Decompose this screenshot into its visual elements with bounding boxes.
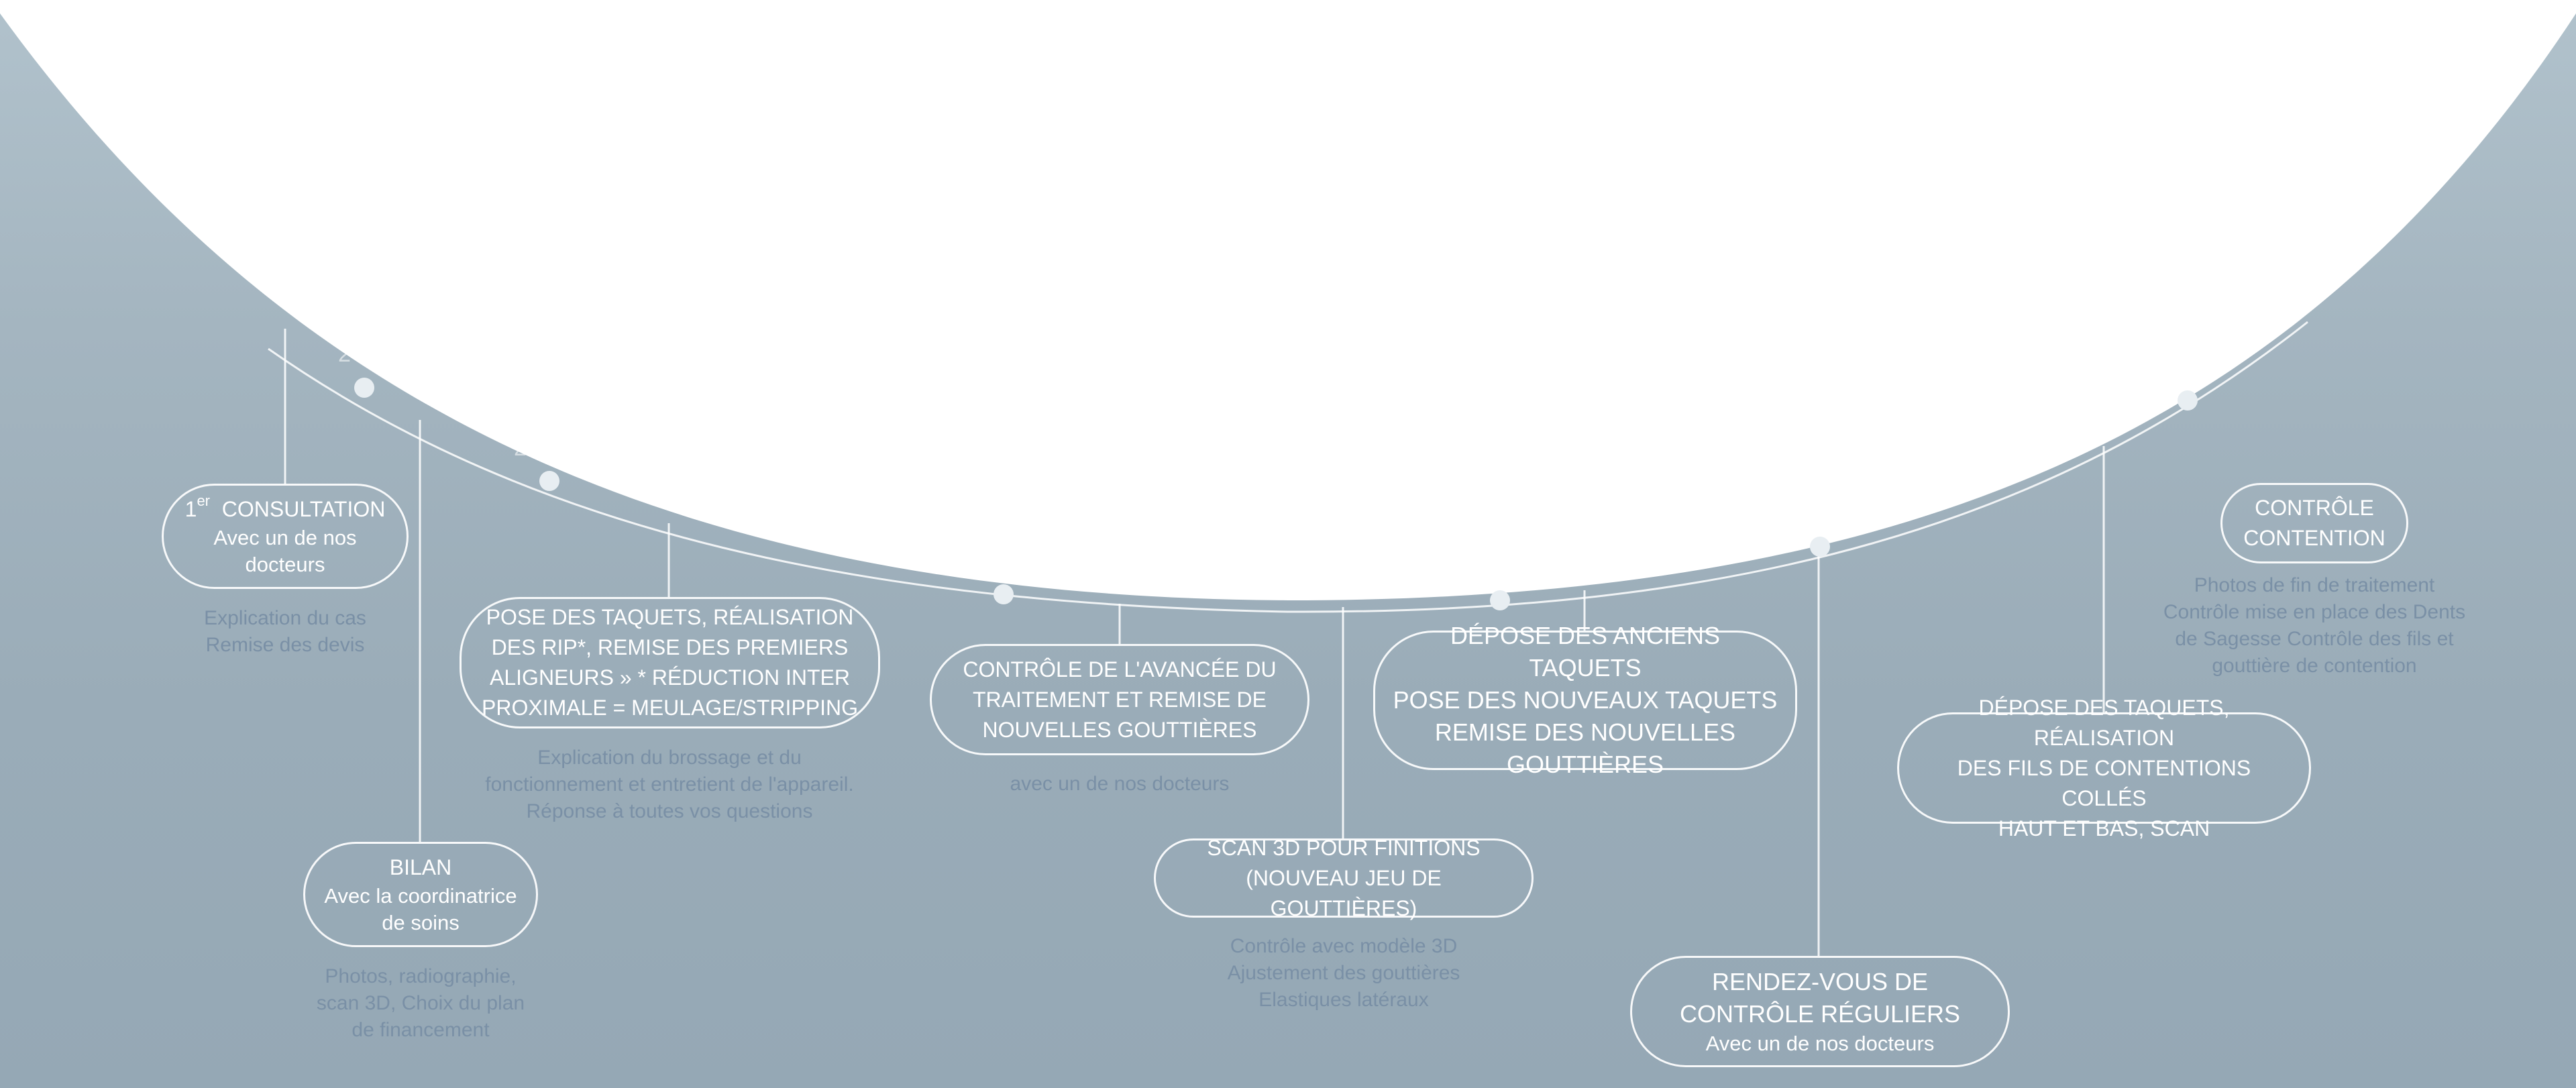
description-line: de financement	[352, 1019, 490, 1041]
step-controle-avancee-description: avec un de nos docteurs	[952, 771, 1287, 798]
description-line: Remise des devis	[205, 634, 365, 656]
step-title-line: RENDEZ-VOUS DE	[1711, 968, 1929, 995]
interval-label-4: 6 SEM	[1457, 552, 1544, 583]
step-contention-description: Photos de fin de traitement Contrôle mis…	[2147, 572, 2482, 679]
white-arc	[0, 0, 2576, 600]
description-line: Réponse à toutes vos questions	[526, 800, 813, 822]
description-line: de Sagesse Contrôle des fils et	[2175, 628, 2454, 650]
timeline-dot-2	[539, 471, 559, 491]
description-line: Contrôle mise en place des Dents	[2163, 601, 2466, 623]
title-prefix: 1	[184, 497, 197, 521]
timeline-dot-3	[994, 584, 1014, 604]
step-pose-description: Explication du brossage et du fonctionne…	[435, 745, 904, 825]
interval-label-1: 2 SEM	[329, 339, 416, 370]
interval-label-line: 1 RDV TOUT	[2092, 323, 2228, 348]
step-title-line: CONTRÔLE RÉGULIERS	[1679, 1000, 1961, 1028]
step-subtitle-line: Avec un de nos docteurs	[1705, 1032, 1935, 1055]
step-subtitle-line: Avec un de nos	[213, 526, 357, 549]
interval-label-line: 6 SEM	[1466, 555, 1536, 580]
step-title-line: POSE DES TAQUETS, RÉALISATION	[486, 605, 854, 629]
step-consultation: 1er CONSULTATION Avec un de nos docteurs	[162, 484, 409, 589]
description-line: fonctionnement et entretient de l'appare…	[485, 773, 854, 796]
step-title-line: DÉPOSE DES TAQUETS, RÉALISATION	[1978, 695, 2230, 750]
description-line: Elastiques latéraux	[1258, 989, 1429, 1011]
step-title-line: POSE DES NOUVEAUX TAQUETS	[1393, 686, 1778, 714]
step-scan-description: Contrôle avec modèle 3D Ajustement des g…	[1176, 933, 1511, 1014]
step-title-line: SCAN 3D POUR FINITIONS	[1207, 835, 1481, 860]
interval-label-line: TOUTES LES 10	[922, 510, 1097, 535]
description-line: Explication du brossage et du	[537, 747, 802, 769]
title-superscript: er	[197, 492, 210, 510]
step-consultation-description: Explication du cas Remise des devis	[151, 605, 419, 659]
interval-label-line: À 12 SEMAINES	[924, 541, 1095, 566]
step-controle-contention: CONTRÔLE CONTENTION	[2220, 483, 2408, 563]
step-title-line: CONTENTION	[2243, 526, 2385, 550]
description-line: scan 3D, Choix du plan	[316, 992, 525, 1014]
step-title-line: NOUVELLES GOUTTIÈRES	[982, 717, 1257, 742]
step-depose-anciens-taquets: DÉPOSE DES ANCIENS TAQUETS POSE DES NOUV…	[1373, 622, 1797, 778]
interval-label-line: 2 SEM	[513, 435, 583, 461]
timeline-dot-4	[1490, 590, 1510, 610]
description-line: gouttière de contention	[2212, 655, 2417, 677]
description-line: Photos de fin de traitement	[2194, 574, 2435, 596]
interval-label-6: 1 RDV TOUT LES 4 MOIS	[2066, 320, 2254, 382]
description-line: Photos, radiographie,	[325, 965, 517, 987]
description-line: Ajustement des gouttières	[1227, 962, 1460, 984]
step-title-line: (NOUVEAU JEU DE GOUTTIÈRES)	[1246, 865, 1442, 920]
step-pose-taquets: POSE DES TAQUETS, RÉALISATION DES RIP*, …	[460, 597, 880, 728]
timeline-curve	[268, 321, 2308, 613]
step-title-line: CONTRÔLE DE L'AVANCÉE DU	[963, 657, 1277, 682]
interval-label-5: TOUTES LES 6 SEMAINES	[1717, 463, 1919, 525]
step-title-line: DÉPOSE DES ANCIENS TAQUETS	[1450, 622, 1721, 682]
description-line: avec un de nos docteurs	[1010, 773, 1230, 795]
step-rdv-controle: RENDEZ-VOUS DE CONTRÔLE RÉGULIERS Avec u…	[1630, 956, 2010, 1067]
step-scan-3d: SCAN 3D POUR FINITIONS (NOUVEAU JEU DE G…	[1154, 836, 1534, 920]
step-title-line: TRAITEMENT ET REMISE DE	[973, 687, 1267, 712]
step-title-line: HAUT ET BAS, SCAN	[1998, 816, 2210, 840]
step-subtitle-line: docteurs	[245, 553, 325, 576]
description-line: Contrôle avec modèle 3D	[1230, 935, 1458, 957]
timeline-dot-1	[354, 378, 374, 398]
interval-label-2: 2 SEM	[504, 433, 592, 464]
step-title-line: REMISE DES NOUVELLES	[1434, 718, 1736, 746]
step-title: BILAN	[389, 855, 452, 879]
step-title-line: GOUTTIÈRES	[1506, 751, 1664, 778]
step-subtitle-line: Avec la coordinatrice	[324, 884, 517, 908]
interval-label-line: LES 4 MOIS	[2096, 353, 2224, 379]
step-controle-avancee: CONTRÔLE DE L'AVANCÉE DU TRAITEMENT ET R…	[930, 644, 1309, 755]
step-bilan-description: Photos, radiographie, scan 3D, Choix du …	[286, 963, 555, 1044]
step-title-line: DES FILS DE CONTENTIONS COLLÉS	[1957, 755, 2251, 810]
timeline-dot-6	[2178, 390, 2198, 411]
timeline-dot-5	[1810, 537, 1830, 557]
interval-label-line: TOUTES LES 6	[1737, 466, 1898, 491]
description-line: Explication du cas	[204, 607, 366, 629]
step-subtitle-line: de soins	[382, 911, 460, 934]
interval-label-line: SEMAINES	[1759, 496, 1877, 522]
step-title-line: PROXIMALE = MEULAGE/STRIPPING	[481, 696, 859, 720]
title-rest: CONSULTATION	[221, 497, 386, 521]
step-depose-taquets: DÉPOSE DES TAQUETS, RÉALISATION DES FILS…	[1897, 696, 2311, 840]
interval-label-line: 2 SEM	[337, 341, 407, 367]
step-title-line: CONTRÔLE	[2255, 496, 2374, 520]
step-bilan: BILAN Avec la coordinatrice de soins	[303, 842, 538, 947]
step-title: 1er CONSULTATION	[185, 494, 386, 525]
interval-label-3: TOUTES LES 10 À 12 SEMAINES	[902, 507, 1117, 569]
step-title-line: DES RIP*, REMISE DES PREMIERS	[491, 635, 849, 659]
step-title-line: ALIGNEURS » * RÉDUCTION INTER	[490, 665, 850, 690]
